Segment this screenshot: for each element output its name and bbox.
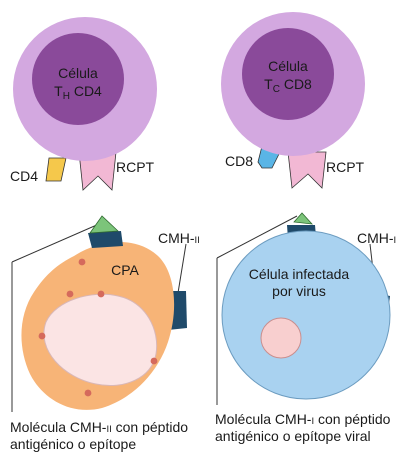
apc-granule <box>66 290 74 298</box>
tc-cell-label-line2: TC CD8 <box>264 76 312 95</box>
infected-caption-line1: Molécula CMH-I con péptido <box>215 411 391 427</box>
apc-mhc-label-pointer <box>177 243 187 294</box>
infected-label-line1: Célula infectada <box>249 266 350 282</box>
infected-mhc-label: CMH-I <box>357 230 396 246</box>
tc-cell: Célula TC CD8 CD8 RCPT <box>221 12 365 189</box>
apc-mhc-label: CMH-II <box>158 230 200 246</box>
infected-caption-line2: antigénico o epítope viral <box>215 428 371 444</box>
cd8-label: CD8 <box>225 153 253 169</box>
apc-caption-pointer-diag <box>11 223 100 263</box>
tc-rcpt-label: RCPT <box>326 159 365 175</box>
apc-granule <box>84 389 92 397</box>
cd4-label: CD4 <box>10 168 38 184</box>
apc-cell: CPA CMH-II Molécula CMH-II con péptido a… <box>10 215 200 452</box>
apc-granule <box>38 332 46 340</box>
apc-peptide <box>89 215 119 234</box>
infected-caption-pointer-diag <box>216 215 298 259</box>
infected-peptide <box>293 212 314 225</box>
apc-granule <box>97 290 105 298</box>
apc-granule <box>150 357 158 365</box>
apc-mhc-top <box>88 231 123 248</box>
apc-label: CPA <box>111 262 139 278</box>
cd4-coreceptor <box>45 157 67 182</box>
th-cell: Célula TH CD4 CD4 RCPT <box>10 17 157 191</box>
th-cell-label-line1: Célula <box>58 65 98 81</box>
apc-inner-vacuole <box>43 293 158 386</box>
th-rcpt-label: RCPT <box>116 159 155 175</box>
infected-body <box>221 230 391 400</box>
tc-cell-label-line1: Célula <box>268 58 308 74</box>
infected-label-line2: por virus <box>272 283 326 299</box>
apc-caption-line2: antigénico o epítope <box>10 436 136 452</box>
tc-rcpt-receptor <box>287 151 327 189</box>
th-cell-nucleus <box>32 33 124 125</box>
apc-granules <box>38 258 158 397</box>
tc-cell-nucleus <box>242 28 334 120</box>
apc-granule <box>78 258 86 266</box>
th-cell-label-line2: TH CD4 <box>54 83 102 102</box>
apc-caption-line1: Molécula CMH-II con péptido <box>10 419 188 435</box>
infected-nucleus <box>260 317 302 359</box>
infected-cell: Célula infectada por virus CMH-I Molécul… <box>215 212 396 444</box>
